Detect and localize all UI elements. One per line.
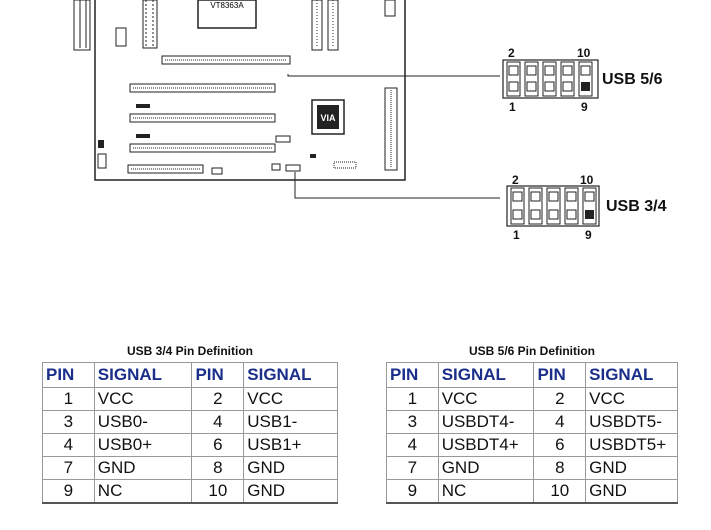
usb34-pin-10: 10 — [580, 173, 594, 187]
table-row: 7 GND 8 GND — [42, 456, 338, 480]
table-cell: 1 — [42, 387, 95, 411]
table-cell: 9 — [386, 479, 439, 504]
table-cell: 2 — [533, 387, 587, 411]
table-cell: 4 — [533, 410, 587, 434]
table-cell: GND — [437, 456, 535, 480]
table-cell: 4 — [42, 433, 95, 457]
table-cell: USB1- — [243, 410, 338, 434]
table-cell: VCC — [585, 387, 678, 411]
table-cell: GND — [243, 456, 338, 480]
table-cell: 10 — [191, 479, 245, 504]
table-cell: 4 — [191, 410, 245, 434]
table-cell: USBDT4- — [437, 410, 535, 434]
atx-connector — [73, 0, 91, 51]
table-cell: NC — [93, 479, 193, 504]
table-row: 9 NC 10 GND — [386, 479, 678, 504]
svg-text:VIA: VIA — [320, 113, 336, 123]
table-cell: USBDT5+ — [585, 433, 678, 457]
usb56-label: USB 5/6 — [602, 71, 663, 88]
table-cell: 4 — [386, 433, 439, 457]
table-cell: GND — [585, 479, 678, 504]
usb56-pin-1: 1 — [509, 100, 516, 114]
table-row: 3 USB0- 4 USB1- — [42, 410, 338, 434]
table-header-row: PIN SIGNAL PIN SIGNAL — [386, 362, 678, 388]
usb34-label: USB 3/4 — [606, 198, 667, 215]
usb56-table-caption: USB 5/6 Pin Definition — [468, 344, 595, 358]
table-header-row: PIN SIGNAL PIN SIGNAL — [42, 362, 338, 388]
table-cell: USBDT5- — [585, 410, 678, 434]
usb34-pin-1: 1 — [513, 228, 520, 242]
table-cell: USB0+ — [93, 433, 193, 457]
column-header: SIGNAL — [437, 362, 535, 388]
usb56-header — [502, 59, 599, 99]
usb56-pin-table-block: USB 5/6 Pin Definition PIN SIGNAL PIN SI… — [386, 344, 678, 504]
table-row: 1 VCC 2 VCC — [42, 387, 338, 411]
table-cell: VCC — [243, 387, 338, 411]
table-cell: GND — [243, 479, 338, 504]
small-header — [115, 27, 127, 47]
table-cell: GND — [93, 456, 193, 480]
pci-slots — [127, 83, 276, 174]
column-header: PIN — [533, 362, 587, 388]
board-outline — [94, 0, 406, 181]
usb34-pin-table-block: USB 3/4 Pin Definition PIN SIGNAL PIN SI… — [42, 344, 338, 504]
table-cell: 3 — [386, 410, 439, 434]
usb34-leader-line — [294, 172, 500, 199]
table-cell: 6 — [191, 433, 245, 457]
table-cell: 2 — [191, 387, 245, 411]
table-row: 9 NC 10 GND — [42, 479, 338, 504]
column-header: SIGNAL — [93, 362, 193, 388]
table-cell: 8 — [191, 456, 245, 480]
table-cell: 6 — [533, 433, 587, 457]
column-header: PIN — [191, 362, 245, 388]
table-cell: 1 — [386, 387, 439, 411]
usb34-pin-9: 9 — [585, 228, 592, 242]
table-cell: USB0- — [93, 410, 193, 434]
table-cell: 7 — [386, 456, 439, 480]
table-cell: 3 — [42, 410, 95, 434]
column-header: PIN — [386, 362, 439, 388]
motherboard-diagram: VT8363A VIA — [73, 0, 600, 227]
usb34-header — [506, 185, 600, 227]
usb56-leader-line — [287, 74, 500, 77]
top-header — [384, 0, 396, 17]
table-cell: NC — [437, 479, 535, 504]
table-cell: 8 — [533, 456, 587, 480]
table-row: 7 GND 8 GND — [386, 456, 678, 480]
table-row: 1 VCC 2 VCC — [386, 387, 678, 411]
table-row: 3 USBDT4- 4 USBDT5- — [386, 410, 678, 434]
table-cell: VCC — [93, 387, 193, 411]
usb56-pin-table: PIN SIGNAL PIN SIGNAL 1 VCC 2 VCC 3 USBD… — [386, 362, 678, 504]
table-row: 4 USBDT4+ 6 USBDT5+ — [386, 433, 678, 457]
usb56-pin-2: 2 — [508, 46, 515, 60]
table-cell: USB1+ — [243, 433, 338, 457]
table-cell: 9 — [42, 479, 95, 504]
column-header: PIN — [42, 362, 95, 388]
northbridge-chip — [197, 0, 257, 29]
column-header: SIGNAL — [243, 362, 338, 388]
usb34-table-caption: USB 3/4 Pin Definition — [126, 344, 253, 358]
svg-text:VT8363A: VT8363A — [210, 1, 244, 10]
usb34-pin-2: 2 — [512, 173, 519, 187]
usb56-pin-9: 9 — [581, 100, 588, 114]
power-connector — [142, 0, 158, 49]
table-cell: GND — [585, 456, 678, 480]
table-cell: USBDT4+ — [437, 433, 535, 457]
table-cell: 7 — [42, 456, 95, 480]
table-row: 4 USB0+ 6 USB1+ — [42, 433, 338, 457]
column-header: SIGNAL — [585, 362, 678, 388]
table-cell: 10 — [533, 479, 587, 504]
usb34-pin-table: PIN SIGNAL PIN SIGNAL 1 VCC 2 VCC 3 USB0… — [42, 362, 338, 504]
usb56-pin-10: 10 — [577, 46, 591, 60]
table-cell: VCC — [437, 387, 535, 411]
